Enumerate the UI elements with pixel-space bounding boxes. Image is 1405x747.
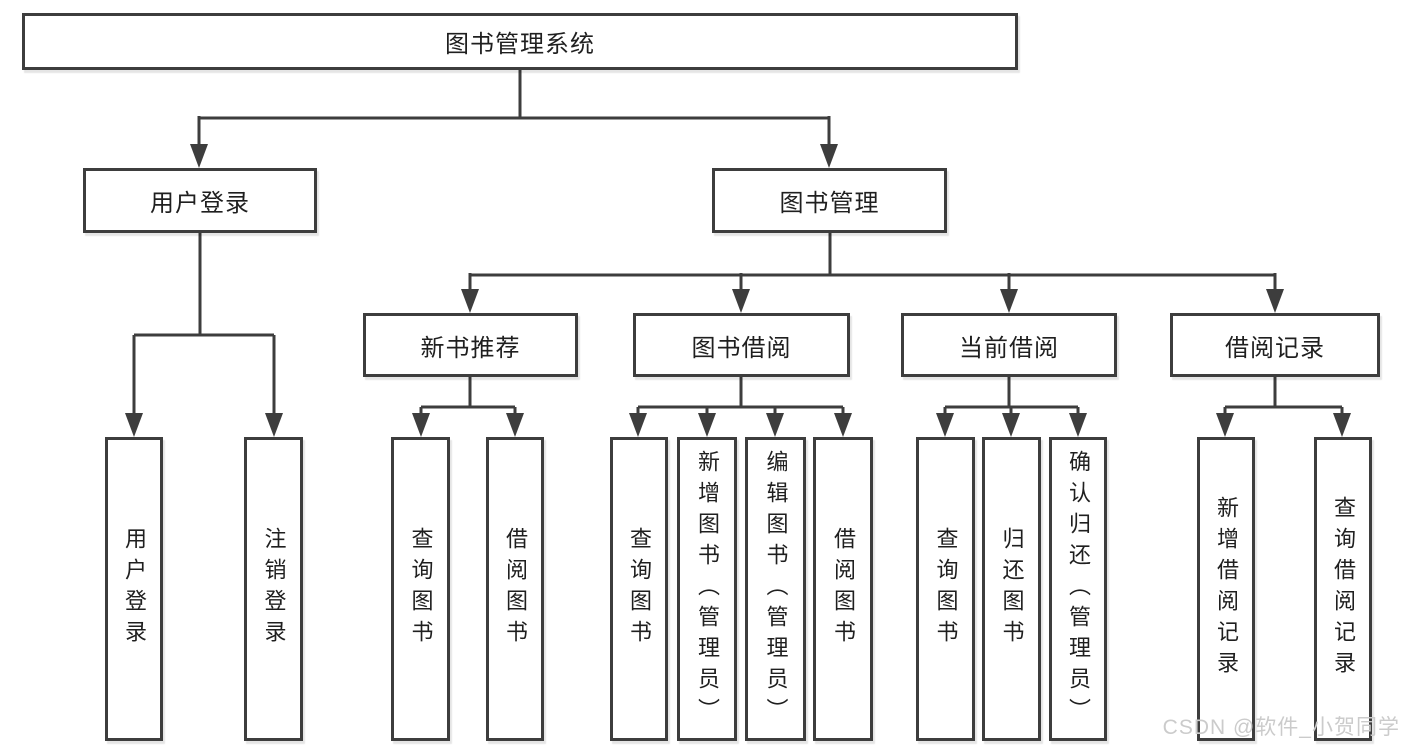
node-label: 借阅记录 xyxy=(1225,334,1325,362)
node-leaf-return-book: 归还图书 xyxy=(982,437,1041,741)
node-leaf-borrow-book-recommend: 借阅图书 xyxy=(486,437,544,741)
node-current-borrow: 当前借阅 xyxy=(901,313,1117,377)
node-leaf-confirm-return-admin: 确认归还（管理员） xyxy=(1049,437,1107,741)
node-label: 查询图书 xyxy=(627,527,652,651)
node-leaf-add-borrow-record: 新增借阅记录 xyxy=(1197,437,1255,741)
node-leaf-edit-book-admin: 编辑图书（管理员） xyxy=(745,437,806,741)
node-leaf-query-book-current: 查询图书 xyxy=(916,437,975,741)
node-label: 用户登录 xyxy=(122,527,147,651)
node-label: 当前借阅 xyxy=(959,334,1059,362)
node-user-login: 用户登录 xyxy=(83,168,317,233)
node-label: 查询图书 xyxy=(933,527,959,651)
node-label: 新增图书（管理员） xyxy=(695,449,720,729)
node-label: 图书管理 xyxy=(779,190,880,217)
node-label: 编辑图书（管理员） xyxy=(763,449,789,729)
node-label: 图书借阅 xyxy=(691,334,792,362)
connector-user-login-children xyxy=(125,233,283,437)
node-borrow-records: 借阅记录 xyxy=(1170,313,1380,377)
node-book-management: 图书管理 xyxy=(712,168,947,233)
node-label: 图书管理系统 xyxy=(445,31,595,58)
node-new-book-recommend: 新书推荐 xyxy=(363,313,578,377)
node-label: 查询借阅记录 xyxy=(1331,496,1356,682)
node-label: 新增借阅记录 xyxy=(1214,496,1239,682)
node-leaf-query-book-borrow: 查询图书 xyxy=(610,437,668,741)
node-leaf-query-book-recommend: 查询图书 xyxy=(391,437,450,741)
node-label: 归还图书 xyxy=(999,527,1025,651)
node-label: 新书推荐 xyxy=(420,334,521,362)
node-leaf-user-login: 用户登录 xyxy=(105,437,163,741)
connector-root-to-level2 xyxy=(190,70,838,168)
node-leaf-add-book-admin: 新增图书（管理员） xyxy=(677,437,737,741)
node-label: 借阅图书 xyxy=(831,527,856,651)
node-label: 用户登录 xyxy=(150,190,250,217)
node-library-management-system: 图书管理系统 xyxy=(22,13,1018,70)
connector-book-borrow-children xyxy=(629,377,852,437)
connector-current-borrow-children xyxy=(936,377,1087,437)
node-label: 查询图书 xyxy=(408,527,434,651)
node-leaf-logout: 注销登录 xyxy=(244,437,303,741)
node-leaf-query-borrow-record: 查询借阅记录 xyxy=(1314,437,1372,741)
node-leaf-borrow-book: 借阅图书 xyxy=(813,437,873,741)
node-label: 注销登录 xyxy=(261,527,287,651)
node-label: 借阅图书 xyxy=(503,527,528,651)
node-book-borrow: 图书借阅 xyxy=(633,313,850,377)
watermark-text: CSDN @软件_小贺同学 xyxy=(1162,716,1400,739)
connector-borrow-records-children xyxy=(1216,377,1351,437)
connector-new-book-children xyxy=(412,377,524,437)
connector-book-management-children xyxy=(461,233,1284,313)
node-label: 确认归还（管理员） xyxy=(1066,449,1091,729)
